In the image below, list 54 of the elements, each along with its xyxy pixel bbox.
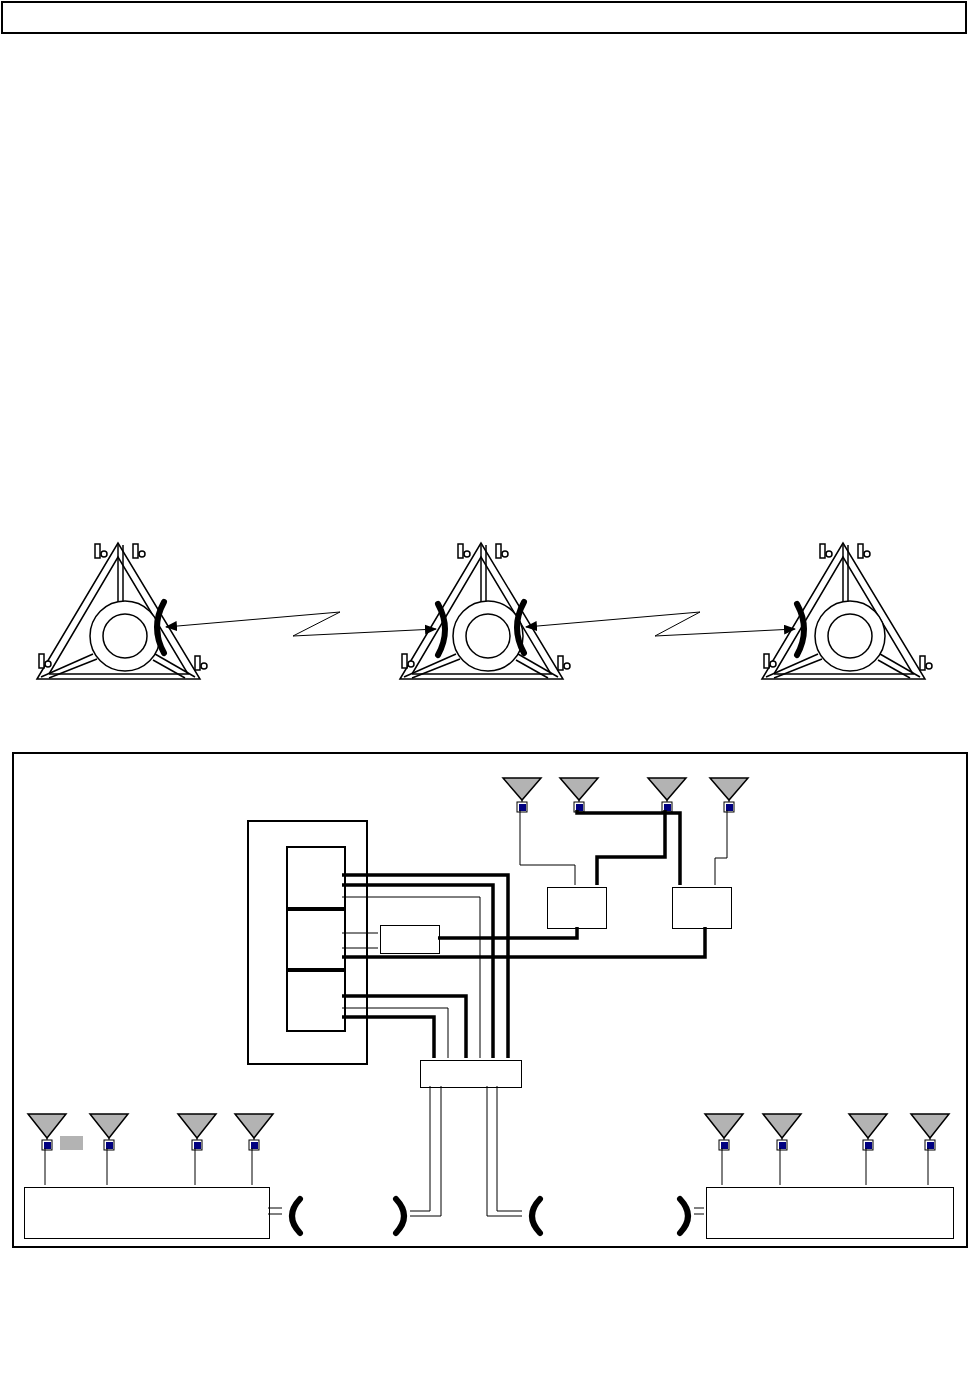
header-bar — [1, 1, 967, 34]
cable-line — [251, 1147, 253, 1186]
antenna-icon — [848, 1113, 888, 1150]
cable-line — [595, 810, 667, 885]
cable-line — [519, 809, 576, 886]
cable-line — [693, 1213, 705, 1215]
cable-line — [496, 1085, 523, 1212]
cable-line — [486, 1085, 523, 1217]
antenna-icon — [559, 777, 599, 812]
cable-line — [342, 994, 468, 1058]
radio-unit — [706, 1187, 954, 1239]
panel-frame — [12, 752, 968, 1248]
cable-line — [342, 1015, 436, 1058]
cable-line — [44, 1147, 46, 1186]
antenna-icon — [762, 1113, 802, 1150]
cable-line — [341, 932, 379, 934]
cable-line — [267, 1213, 283, 1215]
antenna-icon — [177, 1113, 217, 1150]
rack-module — [286, 909, 346, 970]
cable-line — [341, 896, 481, 1059]
cable-line — [267, 1207, 283, 1209]
antenna-icon — [89, 1113, 129, 1150]
cable-line — [438, 927, 579, 940]
rack-module — [286, 846, 346, 909]
equipment-box — [672, 887, 732, 929]
cable-line — [341, 1007, 449, 1059]
link-arrow — [525, 611, 796, 637]
radio-unit — [24, 1187, 270, 1239]
cable-line — [409, 1085, 431, 1212]
cable-line — [779, 1147, 781, 1186]
junction-box — [420, 1060, 522, 1088]
antenna-icon — [27, 1113, 67, 1150]
cable-line — [341, 947, 379, 949]
cable-line — [409, 1085, 442, 1217]
cable-line — [693, 1207, 705, 1209]
equipment-box — [380, 925, 440, 954]
antenna-icon — [647, 777, 687, 812]
rack-module — [286, 970, 346, 1032]
cable-line — [342, 927, 707, 959]
cable-line — [714, 809, 728, 886]
equipment-rack — [247, 820, 368, 1065]
cable-line — [927, 1147, 929, 1186]
link-arrow — [165, 611, 437, 637]
cable-line — [721, 1147, 723, 1186]
cable-line — [194, 1147, 196, 1186]
cable-line — [865, 1147, 867, 1186]
equipment-box — [547, 887, 607, 929]
antenna-icon — [502, 777, 542, 812]
antenna-icon — [910, 1113, 950, 1150]
cable-line — [575, 810, 682, 885]
antenna-icon — [234, 1113, 274, 1150]
cable-line — [106, 1147, 108, 1186]
antenna-icon — [704, 1113, 744, 1150]
antenna-icon — [709, 777, 749, 812]
